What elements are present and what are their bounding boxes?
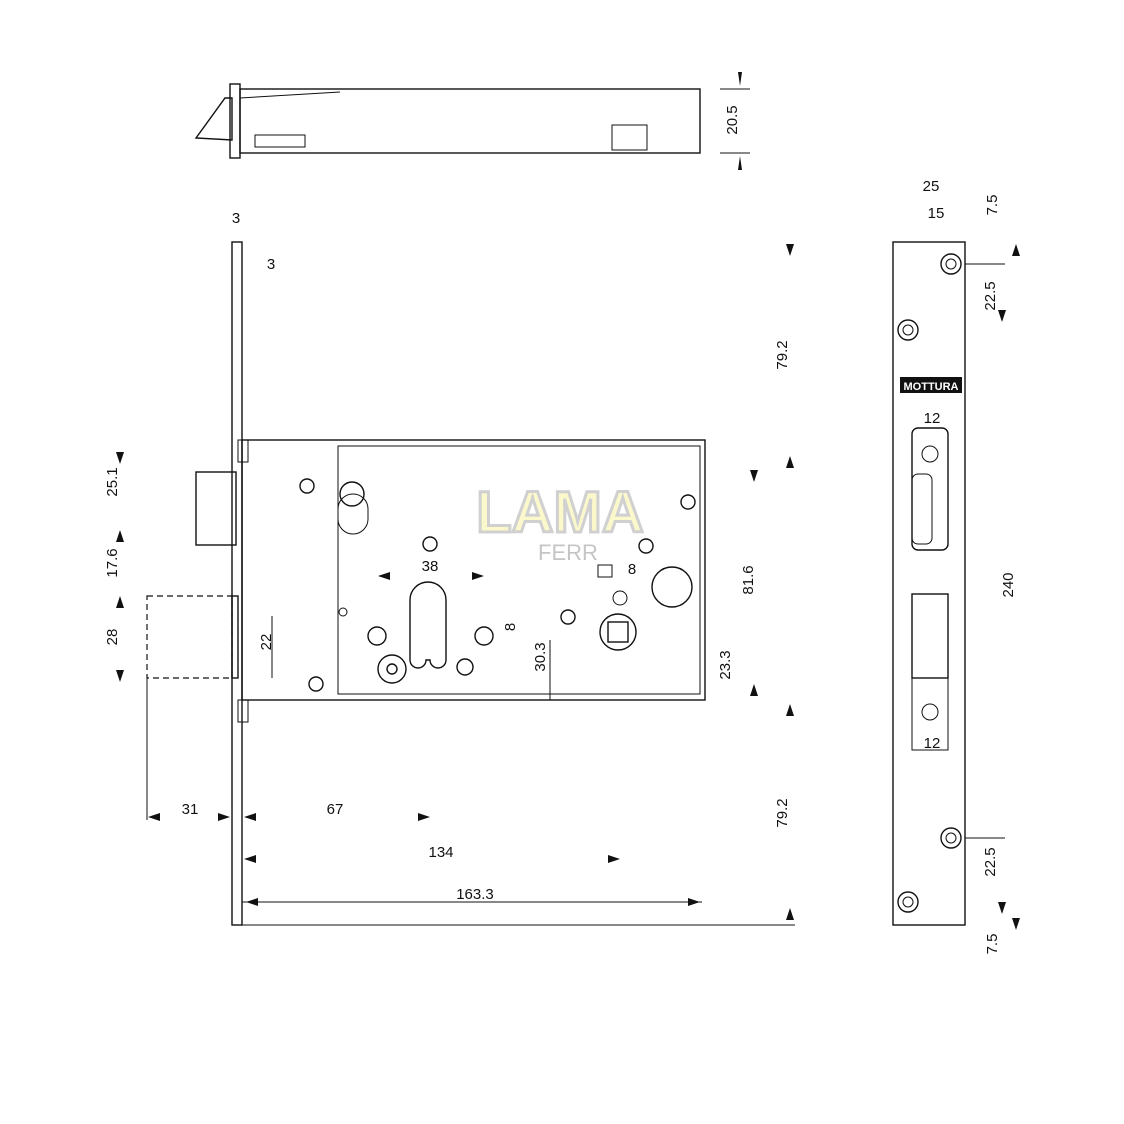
dim-latch-top: 25.1 <box>104 467 121 496</box>
dim-upper-span: 79.2 <box>774 340 791 369</box>
front-view <box>116 241 795 926</box>
dim-small-offset: 8 <box>628 561 636 578</box>
dim-strike-width: 25 <box>923 178 940 195</box>
dim-follower-height: 23.3 <box>717 650 734 679</box>
dim-cylinder-height: 30.3 <box>532 642 549 671</box>
top-view <box>194 72 750 170</box>
watermark-subtext: FERR <box>538 540 598 565</box>
latch-bolt <box>195 471 237 546</box>
dim-strike-top-hole: 22.5 <box>982 281 999 310</box>
strike-plate <box>892 241 1020 930</box>
watermark-text: LAMA <box>476 480 644 545</box>
dim-latch-height: 17.6 <box>104 548 121 577</box>
dim-faceplate-step: 3 <box>267 256 275 273</box>
dim-cylinder-distance: 38 <box>422 558 439 575</box>
cylinder-hole <box>409 581 447 669</box>
dim-strike-hole-offset: 15 <box>928 205 945 222</box>
dim-bolt-throw: 31 <box>182 801 199 818</box>
dim-backset: 67 <box>327 801 344 818</box>
brand-label: MOTTURA <box>904 381 959 393</box>
dimension-labels: 20.5 25 15 7.5 3 3 79.2 22.5 12 25.1 17.… <box>104 105 1017 954</box>
deadbolt-projection <box>146 595 233 679</box>
dim-strike-lower-window: 12 <box>924 735 941 752</box>
dim-cylinder-small: 8 <box>502 623 519 631</box>
dim-lower-span: 79.2 <box>774 798 791 827</box>
dim-body-length: 134 <box>428 844 453 861</box>
dim-top-height: 20.5 <box>724 105 741 134</box>
dim-strike-bottom-edge: 7.5 <box>984 934 1001 955</box>
dim-body-height: 81.6 <box>740 565 757 594</box>
dim-strike-upper-window: 12 <box>924 410 941 427</box>
watermark-logo: LAMA FERR <box>475 479 646 566</box>
dim-strike-top-edge: 7.5 <box>984 195 1001 216</box>
dim-cylinder-offset: 22 <box>258 634 275 651</box>
dim-strike-length: 240 <box>1000 572 1017 597</box>
dim-faceplate-thickness: 3 <box>232 210 240 227</box>
dim-bolt-height: 28 <box>104 629 121 646</box>
dim-strike-bottom-hole: 22.5 <box>982 847 999 876</box>
dim-overall-length: 163.3 <box>456 886 494 903</box>
